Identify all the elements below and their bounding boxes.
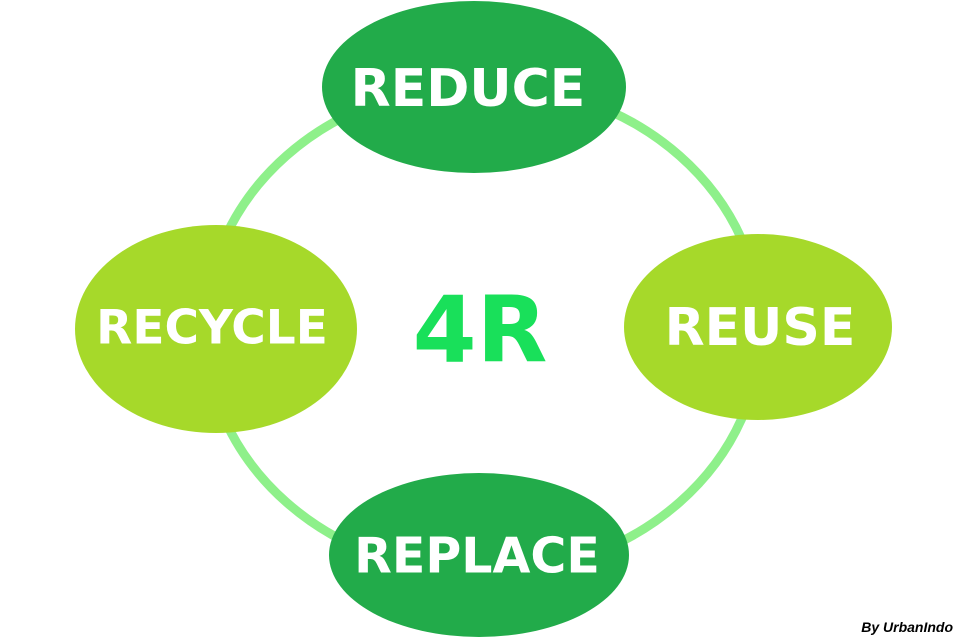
node-replace-label: REPLACE <box>354 528 600 585</box>
node-reduce-label: REDUCE <box>351 59 586 119</box>
node-reduce-shape <box>322 1 626 173</box>
node-recycle-shape <box>75 225 357 433</box>
node-replace: REPLACE <box>329 473 629 637</box>
credit-text: By UrbanIndo <box>861 619 953 635</box>
node-reuse: REUSE <box>624 234 892 420</box>
center-label-4r: 4R <box>413 277 548 384</box>
node-reduce: REDUCE <box>322 1 626 173</box>
node-reuse-shape <box>624 234 892 420</box>
node-recycle-label: RECYCLE <box>96 301 328 356</box>
node-recycle: RECYCLE <box>75 225 357 433</box>
node-replace-shape <box>329 473 629 637</box>
node-reuse-label: REUSE <box>665 298 856 358</box>
